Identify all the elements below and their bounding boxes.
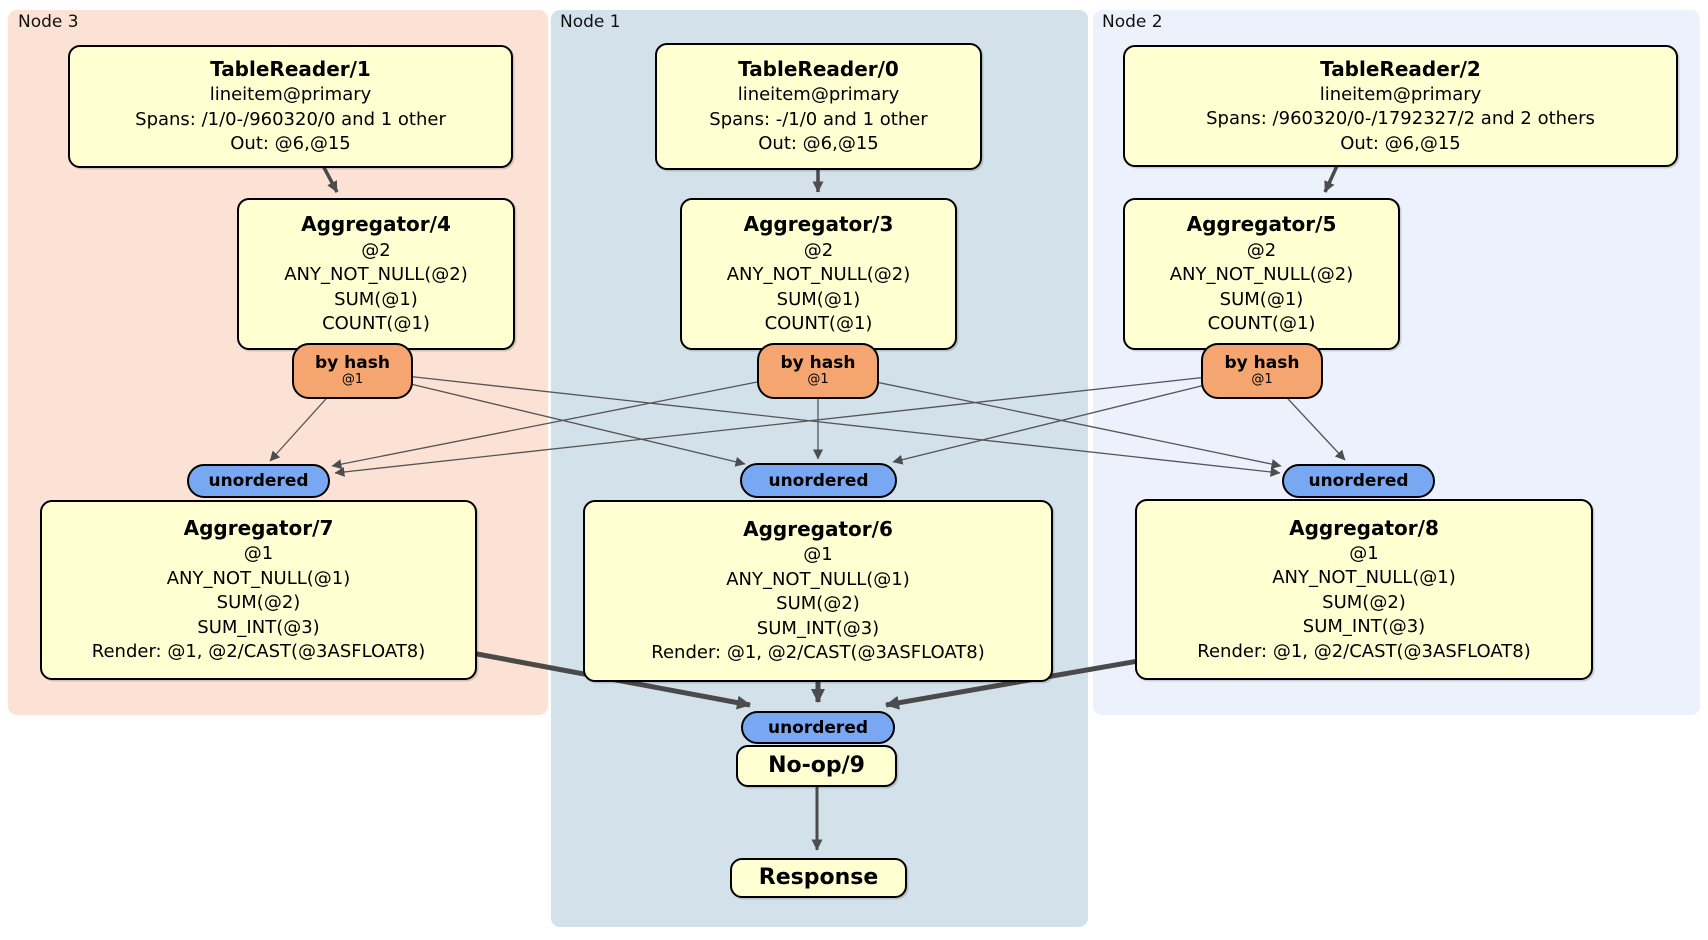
processor-title: Aggregator/8: [1289, 515, 1439, 540]
processor-title: Aggregator/3: [743, 212, 894, 237]
processor-line: @2: [1246, 239, 1277, 261]
processor-line: Render: @1, @2/CAST(@3ASFLOAT8): [651, 642, 985, 664]
processor-response: Response: [730, 858, 907, 898]
processor-line: Out: @6,@15: [1340, 132, 1461, 154]
processor-line: SUM(@2): [216, 592, 301, 614]
sync-unordered-node2: unordered: [1282, 464, 1435, 498]
processor-line: SUM(@1): [1219, 288, 1304, 310]
processor-line: SUM(@1): [776, 288, 861, 310]
router-detail: @1: [1251, 372, 1273, 388]
processor-line: SUM_INT(@3): [1302, 616, 1426, 638]
processor-line: Render: @1, @2/CAST(@3ASFLOAT8): [1197, 640, 1531, 662]
processor-line: @1: [243, 543, 274, 565]
processor-title: Aggregator/5: [1186, 212, 1337, 237]
processor-line: ANY_NOT_NULL(@2): [726, 264, 911, 286]
sync-unordered-node3: unordered: [187, 464, 330, 498]
processor-line: Spans: /1/0-/960320/0 and 1 other: [135, 108, 446, 130]
processor-tablereader1: TableReader/1 lineitem@primary Spans: /1…: [68, 45, 513, 168]
router-by-hash-node2: by hash @1: [1201, 343, 1323, 399]
processor-line: ANY_NOT_NULL(@1): [166, 567, 351, 589]
sync-label: unordered: [208, 471, 309, 491]
router-detail: @1: [807, 372, 829, 388]
processor-line: @2: [803, 239, 834, 261]
processor-tablereader0: TableReader/0 lineitem@primary Spans: -/…: [655, 43, 982, 170]
processor-aggregator4: Aggregator/4 @2 ANY_NOT_NULL(@2) SUM(@1)…: [237, 198, 515, 350]
processor-aggregator7: Aggregator/7 @1 ANY_NOT_NULL(@1) SUM(@2)…: [40, 500, 477, 680]
processor-line: @1: [1349, 542, 1379, 564]
router-by-hash-node3: by hash @1: [292, 343, 413, 399]
processor-title: No-op/9: [768, 753, 865, 779]
processor-line: COUNT(@1): [764, 313, 873, 335]
processor-line: COUNT(@1): [1207, 313, 1316, 335]
sync-label: unordered: [767, 717, 869, 738]
processor-line: Spans: -/1/0 and 1 other: [709, 108, 928, 130]
processor-line: ANY_NOT_NULL(@1): [1272, 567, 1456, 589]
processor-line: SUM(@1): [334, 288, 418, 310]
sync-label: unordered: [1308, 471, 1409, 491]
processor-line: ANY_NOT_NULL(@2): [1169, 264, 1354, 286]
sync-unordered-node1: unordered: [740, 463, 897, 498]
sync-unordered-final: unordered: [741, 711, 895, 744]
processor-line: Render: @1, @2/CAST(@3ASFLOAT8): [91, 641, 426, 663]
router-by-hash-node1: by hash @1: [757, 343, 879, 399]
processor-aggregator3: Aggregator/3 @2 ANY_NOT_NULL(@2) SUM(@1)…: [680, 198, 957, 350]
node1-label: Node 1: [560, 12, 621, 32]
processor-line: COUNT(@1): [322, 313, 430, 335]
node2-label: Node 2: [1102, 12, 1163, 32]
processor-title: Aggregator/7: [183, 516, 334, 541]
processor-title: TableReader/0: [738, 57, 899, 82]
processor-title: TableReader/1: [210, 57, 371, 82]
processor-line: Spans: /960320/0-/1792327/2 and 2 others: [1206, 108, 1595, 130]
processor-line: SUM_INT(@3): [197, 616, 320, 638]
processor-line: @2: [361, 239, 391, 261]
processor-line: Out: @6,@15: [230, 133, 351, 155]
processor-aggregator5: Aggregator/5 @2 ANY_NOT_NULL(@2) SUM(@1)…: [1123, 198, 1400, 350]
processor-aggregator6: Aggregator/6 @1 ANY_NOT_NULL(@1) SUM(@2)…: [583, 500, 1053, 682]
processor-tablereader2: TableReader/2 lineitem@primary Spans: /9…: [1123, 45, 1678, 167]
processor-line: SUM(@2): [1322, 591, 1406, 613]
node3-label: Node 3: [18, 12, 79, 32]
processor-line: SUM(@2): [776, 593, 860, 615]
processor-noop9: No-op/9: [736, 745, 897, 787]
processor-line: @1: [803, 544, 833, 566]
router-label: by hash: [1224, 352, 1300, 373]
processor-title: Response: [758, 865, 879, 891]
processor-line: ANY_NOT_NULL(@2): [284, 264, 468, 286]
processor-line: Out: @6,@15: [758, 133, 879, 155]
router-label: by hash: [315, 352, 390, 373]
processor-line: lineitem@primary: [737, 84, 900, 106]
processor-aggregator8: Aggregator/8 @1 ANY_NOT_NULL(@1) SUM(@2)…: [1135, 499, 1593, 680]
router-label: by hash: [780, 352, 856, 373]
processor-line: SUM_INT(@3): [756, 617, 880, 639]
processor-line: ANY_NOT_NULL(@1): [726, 568, 910, 590]
processor-title: Aggregator/4: [301, 212, 451, 237]
processor-title: TableReader/2: [1320, 56, 1481, 81]
processor-title: Aggregator/6: [743, 517, 893, 542]
processor-line: lineitem@primary: [1319, 83, 1482, 105]
sync-label: unordered: [768, 470, 869, 491]
router-detail: @1: [341, 372, 364, 388]
processor-line: lineitem@primary: [209, 84, 372, 106]
